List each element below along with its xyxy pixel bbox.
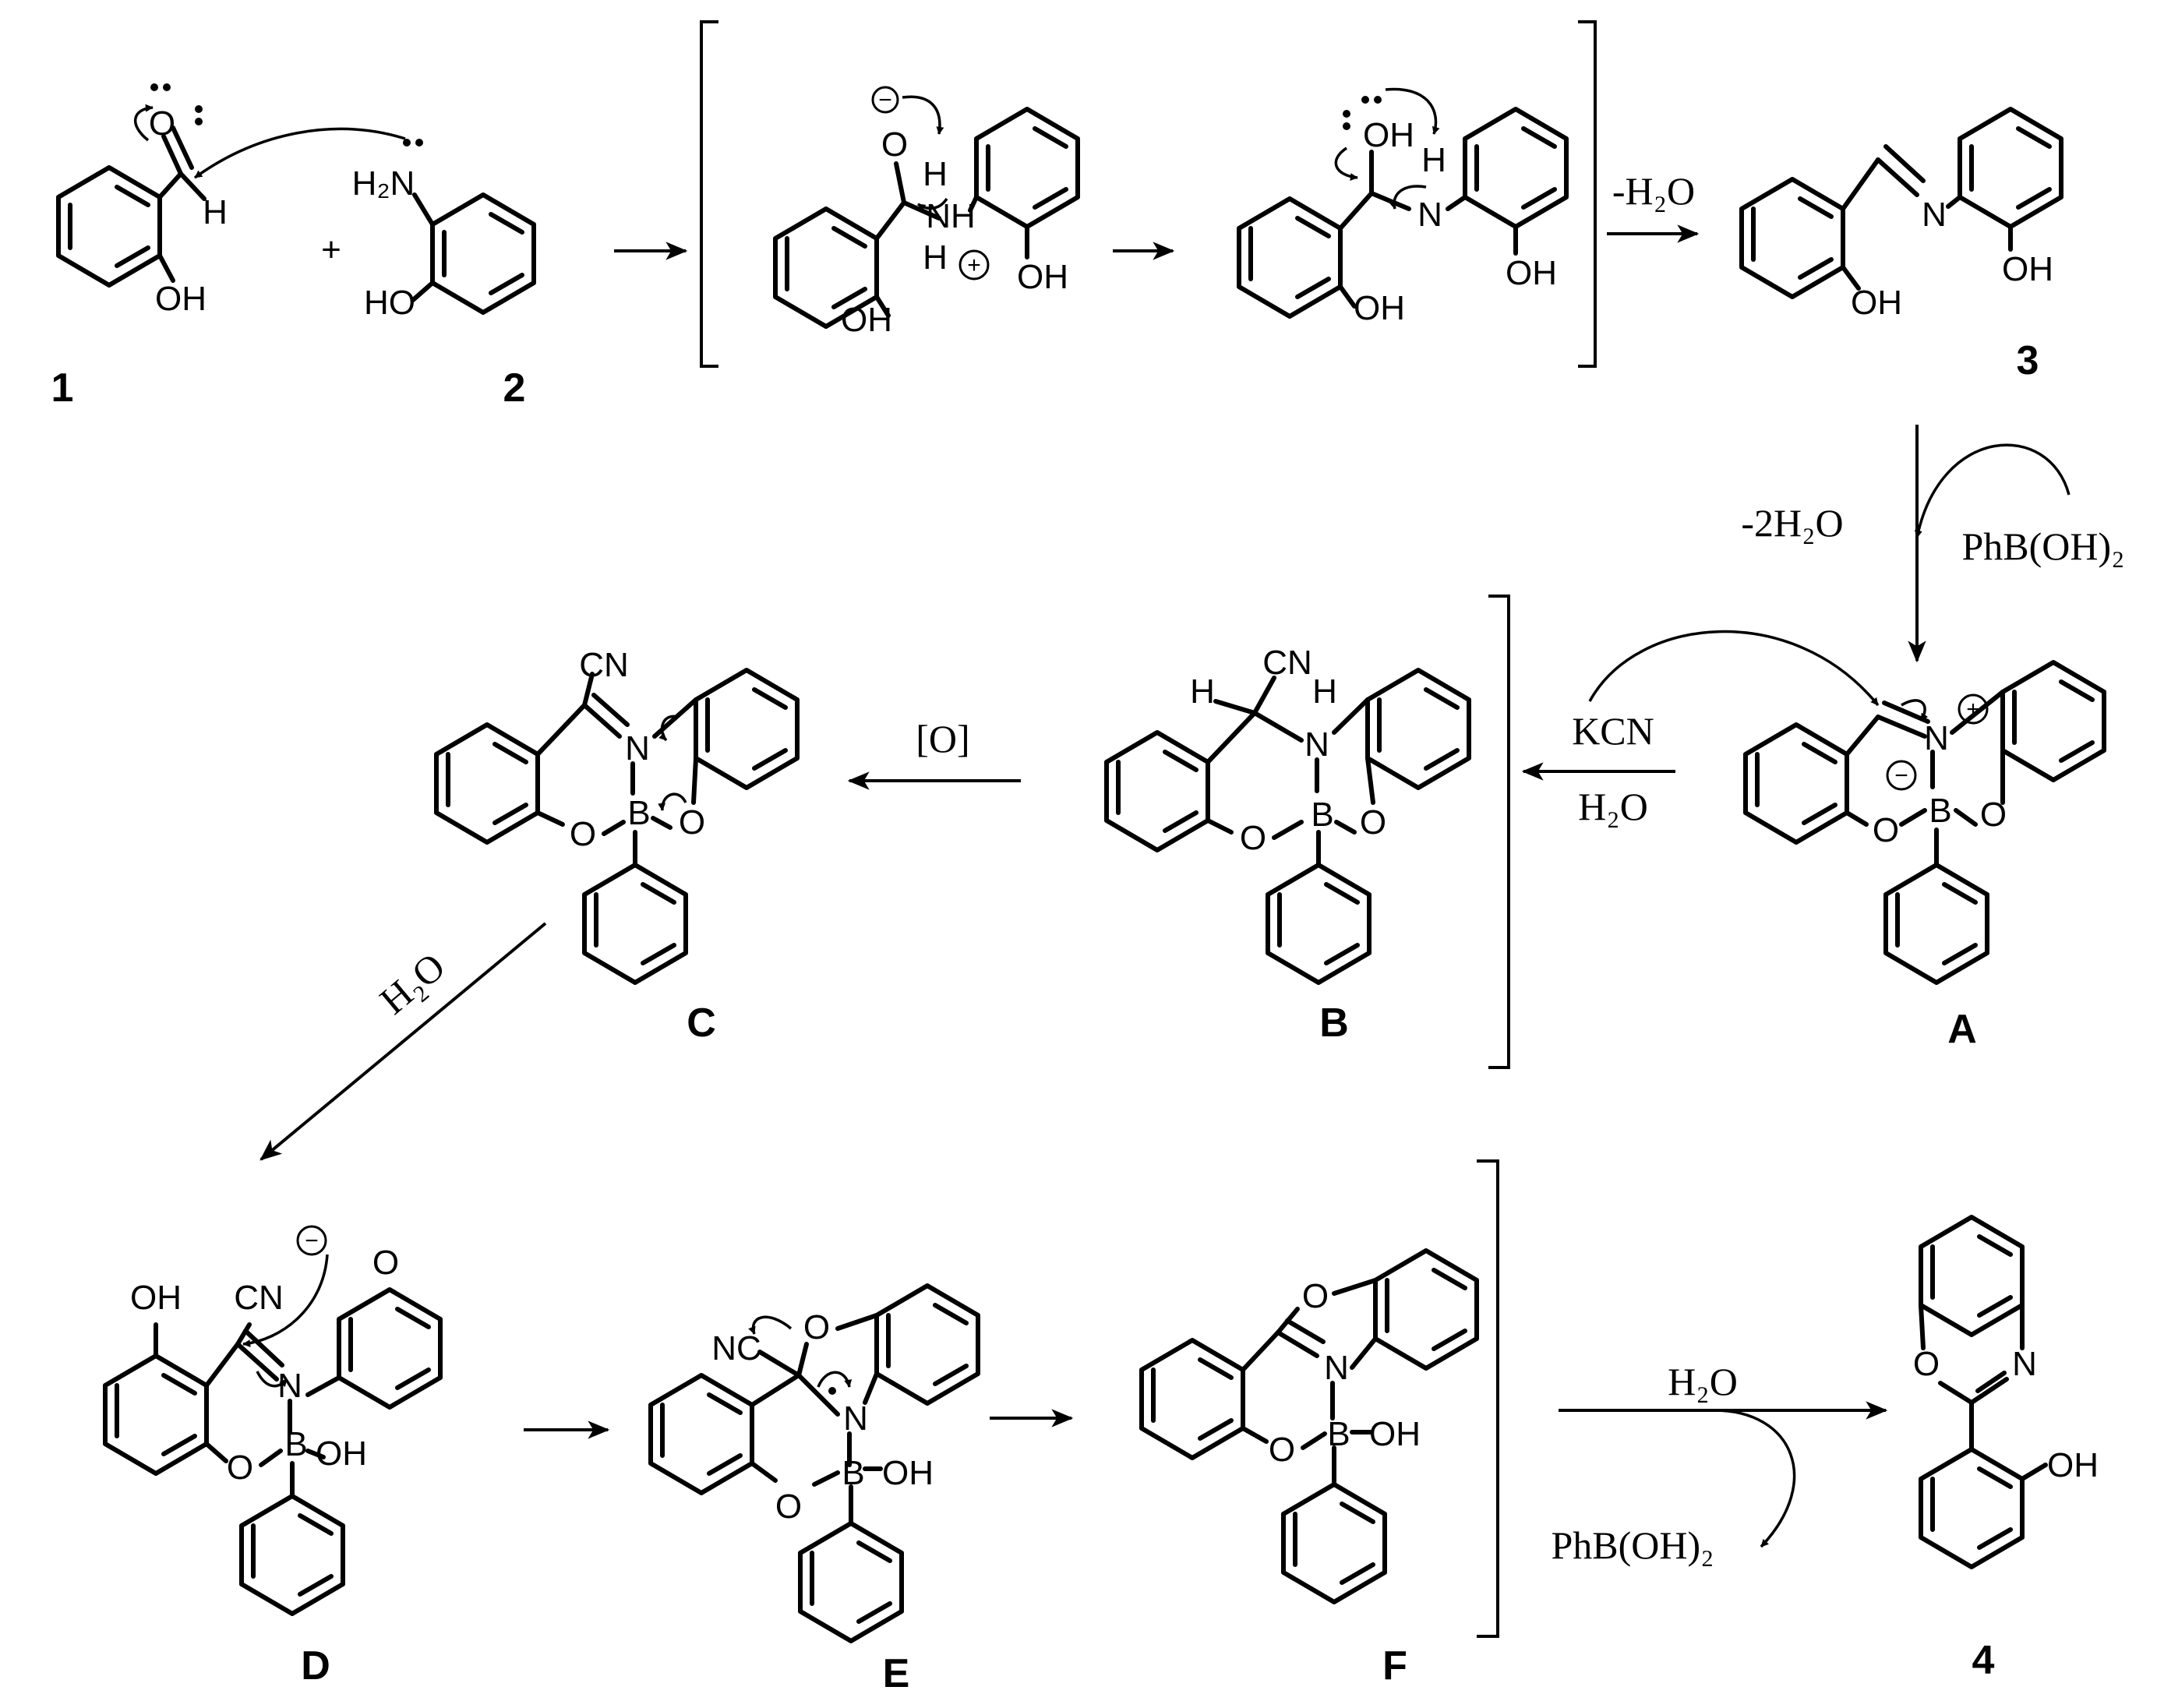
reagent-h2o-final: H₂O	[1668, 1360, 1738, 1403]
reagent-phb-oh2: PhB(OH)₂	[1961, 524, 2124, 568]
atom-OH: OH	[316, 1435, 367, 1473]
atom-O: O	[1873, 811, 1899, 849]
atom-B: B	[1929, 792, 1951, 830]
atom-H: H	[1312, 672, 1337, 711]
atom-OH: OH	[841, 301, 892, 339]
plus-sign: +	[321, 231, 341, 269]
charge-minus: −	[878, 87, 892, 113]
intermediate-hemiaminal: OH H N OH OH	[1237, 87, 1569, 327]
compound-4-hydroxyphenyl-benzoxazole: O N OH	[1913, 1215, 2099, 1569]
atom-O: O	[1269, 1431, 1295, 1469]
atom-N: N	[277, 1367, 302, 1405]
atom-OH: OH	[130, 1279, 182, 1317]
atom-B: B	[1327, 1415, 1350, 1453]
atom-N: N	[1417, 196, 1442, 234]
bracket-right	[1578, 20, 1597, 368]
atom-O: O	[803, 1308, 830, 1346]
atom-NH: NH	[926, 197, 976, 235]
compound-label-A: A	[1947, 1007, 1977, 1052]
atom-H: H	[1190, 672, 1215, 711]
atom-O: O	[149, 104, 175, 143]
atom-HO: HO	[364, 284, 415, 322]
atom-O: O	[570, 815, 596, 853]
intermediate-C-iminonitrile: CN N B O O	[434, 646, 800, 985]
compound-label-F: F	[1382, 1643, 1407, 1689]
intermediate-D-hydrolyzed: OH CN N B OH O O −	[103, 1225, 443, 1616]
reagent-phb-oh2-byproduct: PhB(OH)₂	[1551, 1523, 1714, 1567]
reagent-minus-h2o: -H₂O	[1612, 169, 1695, 213]
atom-O: O	[1240, 819, 1266, 857]
intermediate-F-benzoxazole-borate: O N B O OH	[1139, 1248, 1479, 1604]
atom-OH: OH	[2002, 250, 2053, 288]
compound-2-aminophenol: H₂N HO	[352, 139, 536, 322]
atom-OH: OH	[882, 1454, 934, 1492]
charge-plus: +	[967, 252, 981, 278]
charge-minus: −	[1894, 763, 1908, 789]
atom-O: O	[1913, 1345, 1940, 1383]
atom-N: N	[1304, 725, 1329, 764]
intermediate-E-spiro: NC O N B OH O	[648, 1283, 980, 1643]
atom-O: O	[372, 1244, 399, 1282]
atom-NC: NC	[711, 1329, 761, 1367]
atom-OH: OH	[1354, 289, 1405, 327]
atom-B: B	[842, 1454, 864, 1492]
atom-H: H	[203, 193, 228, 231]
compound-label-3: 3	[2017, 338, 2039, 383]
compound-label-E: E	[883, 1651, 910, 1696]
atom-B: B	[1311, 796, 1333, 834]
atom-O: O	[679, 803, 705, 842]
atom-N: N	[1922, 196, 1947, 234]
atom-N: N	[2012, 1345, 2037, 1383]
atom-N: N	[1924, 719, 1949, 757]
bracket-F	[1477, 1159, 1499, 1638]
compound-1-salicylaldehyde: O H OH	[56, 83, 406, 318]
bracket-left	[700, 20, 718, 368]
atom-O: O	[1302, 1277, 1329, 1315]
compound-label-D: D	[301, 1643, 330, 1689]
compound-label-B: B	[1319, 1000, 1349, 1046]
atom-H2N: H₂N	[352, 164, 415, 203]
atom-O: O	[881, 125, 908, 164]
compound-label-1: 1	[51, 365, 74, 411]
compound-label-4: 4	[1972, 1638, 1995, 1683]
atom-O: O	[1360, 803, 1386, 842]
atom-OH: OH	[1017, 258, 1068, 296]
atom-H: H	[923, 155, 948, 193]
reagent-oxidation: [O]	[916, 717, 969, 760]
reagent-minus-2h2o: -2H₂O	[1741, 501, 1843, 545]
atom-OH: OH	[2047, 1446, 2099, 1484]
reagent-h2o-b: H₂O	[1578, 785, 1648, 828]
atom-N: N	[1324, 1349, 1349, 1387]
bracket-B	[1488, 595, 1510, 1069]
reagent-kcn: KCN	[1572, 709, 1654, 753]
atom-CN: CN	[234, 1279, 284, 1317]
reaction-arrow-C-to-D	[259, 922, 547, 1161]
atom-OH: OH	[1363, 116, 1414, 154]
intermediate-A-borate: N B O O + −	[1743, 660, 2106, 985]
intermediate-B-aminonitrile: H CN H N B O O	[1104, 644, 1471, 985]
atom-OH: OH	[1369, 1415, 1421, 1453]
atom-OH: OH	[1851, 284, 1902, 322]
atom-B: B	[284, 1425, 307, 1463]
atom-OH: OH	[155, 280, 207, 318]
atom-OH: OH	[1506, 254, 1557, 292]
compound-label-2: 2	[503, 365, 526, 411]
atom-O: O	[227, 1449, 253, 1487]
charge-minus: −	[305, 1228, 319, 1254]
atom-CN: CN	[1262, 644, 1312, 682]
atom-CN: CN	[579, 646, 629, 684]
atom-N: N	[625, 729, 650, 768]
atom-N: N	[843, 1399, 868, 1438]
atom-B: B	[627, 794, 650, 832]
compound-3-schiff-base: N OH OH	[1739, 107, 2063, 322]
compound-label-C: C	[687, 1000, 716, 1046]
atom-H: H	[1421, 141, 1446, 179]
atom-H: H	[923, 238, 948, 277]
atom-O: O	[775, 1487, 802, 1526]
intermediate-alkoxide: O − NH H H + OH OH	[773, 86, 1080, 339]
